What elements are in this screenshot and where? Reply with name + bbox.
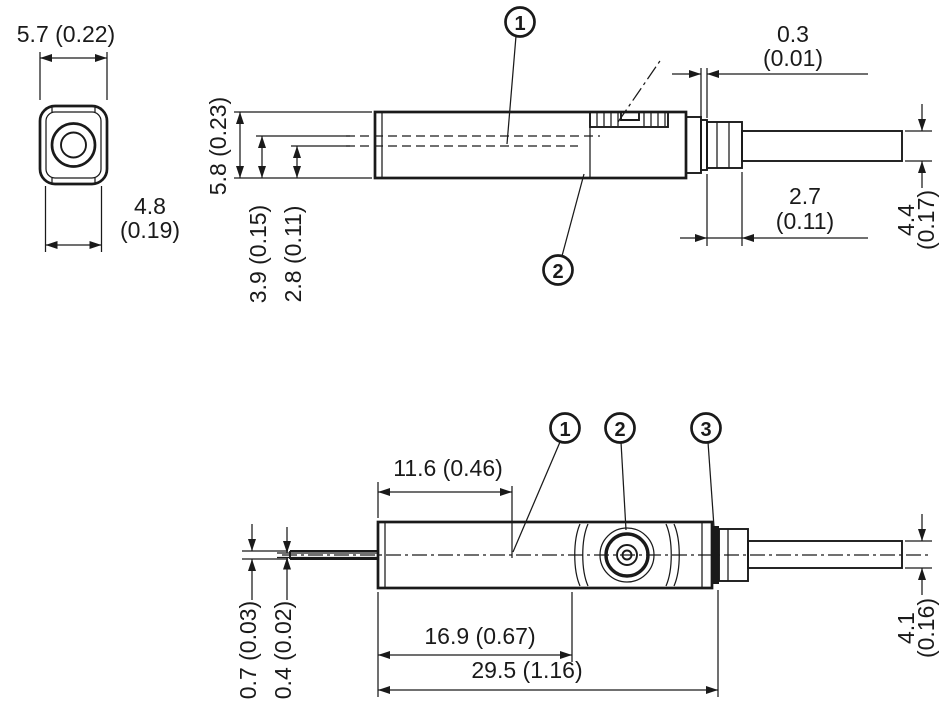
callout-1-leader xyxy=(512,441,561,553)
callout-2-number: 2 xyxy=(614,419,625,441)
side-view: 5.8 (0.23) 3.9 (0.15) 2.8 (0.11) 0.3 (0.… xyxy=(205,6,939,303)
callout-2-circle xyxy=(542,254,574,286)
dim-side-gland-label: 2.7 xyxy=(789,183,821,209)
front-housing xyxy=(38,104,109,186)
callout-1-number: 1 xyxy=(514,13,525,35)
dim-side-axis-upper-label: 3.9 (0.15) xyxy=(245,205,271,303)
callout-2-leader xyxy=(561,173,585,257)
callout-1-top: 1 xyxy=(512,412,581,553)
top-cable xyxy=(747,540,903,569)
callout-3-top: 3 xyxy=(690,412,722,528)
dim-front-depth-label: 4.8 xyxy=(134,193,166,219)
callout-1-number: 1 xyxy=(559,419,570,441)
callout-1-leader xyxy=(506,35,517,145)
dim-fiber-core: 0.4 (0.02) xyxy=(270,527,296,699)
dim-top-clamp: 11.6 (0.46) xyxy=(377,455,513,558)
callout-2-top: 2 xyxy=(604,412,636,531)
dim-side-gap-label: 0.3 xyxy=(777,21,809,47)
dim-side-gap-paren: (0.01) xyxy=(763,45,823,71)
dim-side-gland-paren: (0.11) xyxy=(776,208,834,234)
top-view: 11.6 (0.46) 0.7 (0.03) 0.4 (0.02) 16.9 (… xyxy=(235,412,939,699)
dim-front-width: 5.7 (0.22) xyxy=(17,21,115,100)
dim-top-length-label: 29.5 (1.16) xyxy=(471,657,582,683)
seal-band xyxy=(712,526,719,584)
callout-2-circle xyxy=(604,412,636,444)
dim-top-screw: 16.9 (0.67) xyxy=(377,592,573,697)
callout-2-side: 2 xyxy=(542,173,585,286)
callout-3-leader xyxy=(707,441,715,528)
callout-1-circle xyxy=(504,6,536,38)
side-cable xyxy=(741,130,903,162)
dim-fiber-sheath-label: 0.7 (0.03) xyxy=(235,601,261,699)
callout-1-side: 1 xyxy=(504,6,536,145)
dim-top-cable-label: 4.1 xyxy=(893,612,919,644)
dim-fiber-core-label: 0.4 (0.02) xyxy=(270,601,296,699)
dim-front-depth: 4.8 (0.19) xyxy=(44,186,180,252)
dim-side-axis-upper: 3.9 (0.15) xyxy=(245,135,350,303)
dim-side-height: 5.8 (0.23) xyxy=(205,97,372,195)
dim-fiber-sheath: 0.7 (0.03) xyxy=(235,524,288,699)
side-optical-axes xyxy=(346,135,600,147)
top-body xyxy=(376,520,749,590)
callout-2-number: 2 xyxy=(552,261,563,283)
dim-side-height-label: 5.8 (0.23) xyxy=(205,97,231,195)
dim-top-cable-paren: (0.16) xyxy=(913,598,939,658)
dim-side-cable-paren: (0.17) xyxy=(913,190,939,250)
dim-top-screw-label: 16.9 (0.67) xyxy=(424,623,535,649)
clamp-notch xyxy=(620,112,640,121)
callout-2-leader xyxy=(620,441,627,531)
dim-side-axis-lower-label: 2.8 (0.11) xyxy=(280,206,306,303)
dim-front-depth-paren: (0.19) xyxy=(120,217,180,243)
callout-3-number: 3 xyxy=(700,419,711,441)
dim-side-cable: 4.4 (0.17) xyxy=(893,104,939,250)
dim-side-axis-lower: 2.8 (0.11) xyxy=(280,145,350,303)
dim-side-gap: 0.3 (0.01) xyxy=(672,21,868,118)
dim-top-clamp-label: 11.6 (0.46) xyxy=(393,455,503,481)
dim-side-cable-label: 4.4 xyxy=(893,204,919,236)
lever-axis-line xyxy=(617,57,663,123)
dim-top-length: 29.5 (1.16) xyxy=(378,590,719,697)
dim-top-cable: 4.1 (0.16) xyxy=(893,514,939,658)
front-view: 5.7 (0.22) 4.8 (0.19) xyxy=(17,21,180,252)
side-body xyxy=(373,110,743,180)
callout-3-circle xyxy=(690,412,722,444)
callout-1-circle xyxy=(549,412,581,444)
dim-front-width-label: 5.7 (0.22) xyxy=(17,21,115,47)
front-lens xyxy=(50,122,97,168)
top-knob xyxy=(599,527,655,583)
dim-side-gland: 2.7 (0.11) xyxy=(680,172,868,246)
